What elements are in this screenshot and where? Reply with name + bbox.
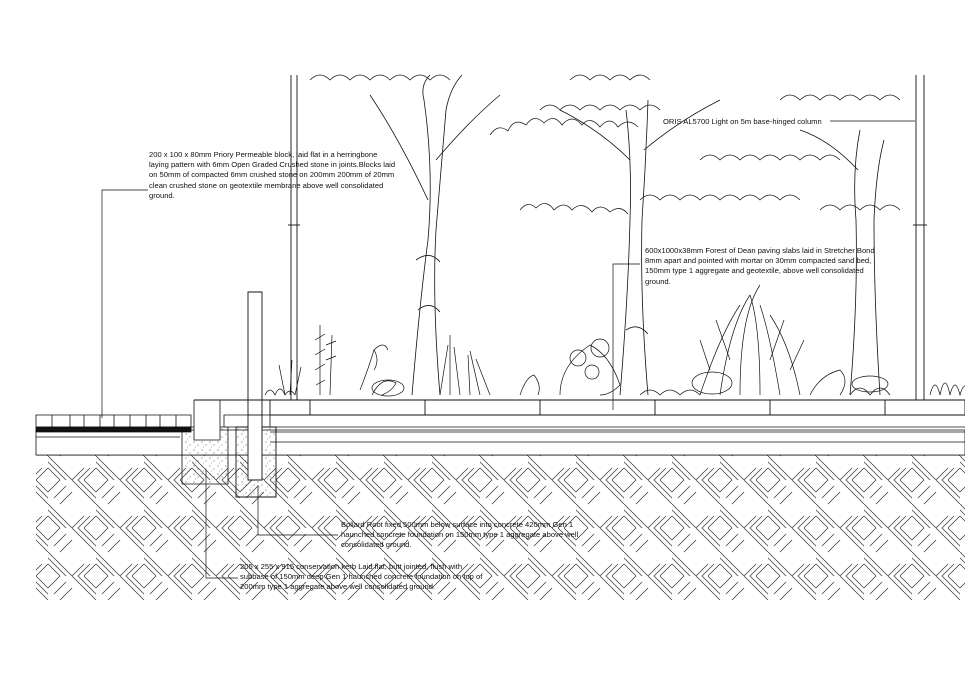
light-column <box>288 75 927 400</box>
paving-slab-annotation: 600x1000x38mm Forest of Dean paving slab… <box>645 246 875 286</box>
forest-of-dean-paving <box>194 400 965 415</box>
tree-trunks <box>370 75 884 395</box>
light-column-annotation: ORIS AL5700 Light on 5m base-hinged colu… <box>663 117 822 126</box>
permeable-block-annotation: 200 x 100 x 80mm Priory Permeable block,… <box>149 150 396 200</box>
permeable-block-paving <box>36 415 191 432</box>
conservation-kerb <box>182 400 270 484</box>
bollard-annotation: Bollard Root fixed 500mm below surface i… <box>341 520 579 550</box>
kerb-annotation: 205 x 255 x 915 conservation kerb Laid f… <box>240 562 483 592</box>
planting <box>265 285 965 396</box>
bollard <box>236 292 276 497</box>
tree-canopy <box>310 75 900 214</box>
leader-lines <box>102 121 915 578</box>
